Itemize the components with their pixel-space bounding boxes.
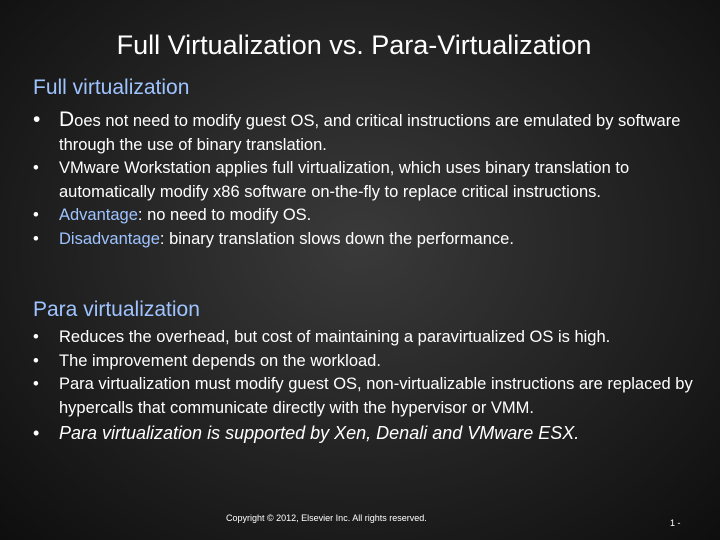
list-item: • Para virtualization is supported by Xen… <box>33 422 693 446</box>
list-item: • Does not need to modify guest OS, and c… <box>33 108 693 157</box>
drop-letter: D <box>59 108 75 131</box>
list-item: • Advantage: no need to modify OS. <box>33 204 693 228</box>
copyright-footer: Copyright © 2012, Elsevier Inc. All righ… <box>226 513 427 523</box>
bullet-text: : binary translation slows down the perf… <box>159 229 514 248</box>
bullet-label-disadvantage: Disadvantage <box>59 229 160 248</box>
slide-title: Full Virtualization vs. Para-Virtualizat… <box>116 30 592 60</box>
bullet-text: Reduces the overhead, but cost of mainta… <box>59 328 611 346</box>
bullet-text: Para virtualization must modify guest OS… <box>59 375 693 417</box>
para-virtualization-list: • Reduces the overhead, but cost of maint… <box>33 326 693 446</box>
list-item: • The improvement depends on the workload… <box>33 350 693 374</box>
bullet-icon: • <box>33 159 39 177</box>
bullet-icon: • <box>33 328 39 346</box>
bullet-text: The improvement depends on the workload. <box>59 351 381 370</box>
bullet-text: : no need to modify OS. <box>137 206 312 224</box>
list-item: • VMware Workstation applies full virtual… <box>33 157 693 204</box>
bullet-text: Para virtualization is supported by Xen,… <box>59 423 580 443</box>
list-item: • Para virtualization must modify guest O… <box>33 373 693 420</box>
bullet-icon: • <box>33 423 40 443</box>
bullet-label-advantage: Advantage <box>59 206 138 224</box>
full-virtualization-list: • Does not need to modify guest OS, and c… <box>33 108 693 251</box>
bullet-icon: • <box>33 351 39 370</box>
bullet-icon: • <box>33 108 41 131</box>
list-item: • Reduces the overhead, but cost of maint… <box>33 326 693 350</box>
section-heading-full-virtualization: Full virtualization <box>33 76 190 99</box>
bullet-icon: • <box>33 375 39 393</box>
bullet-icon: • <box>33 229 39 248</box>
page-number: 1 - <box>670 518 681 528</box>
bullet-icon: • <box>33 206 39 224</box>
bullet-text: VMware Workstation applies full virtuali… <box>59 159 630 201</box>
bullet-text: oes not need to modify guest OS, and cri… <box>59 112 681 154</box>
section-heading-para-virtualization: Para virtualization <box>33 298 200 321</box>
list-item: • Disadvantage: binary translation slows … <box>33 228 693 252</box>
